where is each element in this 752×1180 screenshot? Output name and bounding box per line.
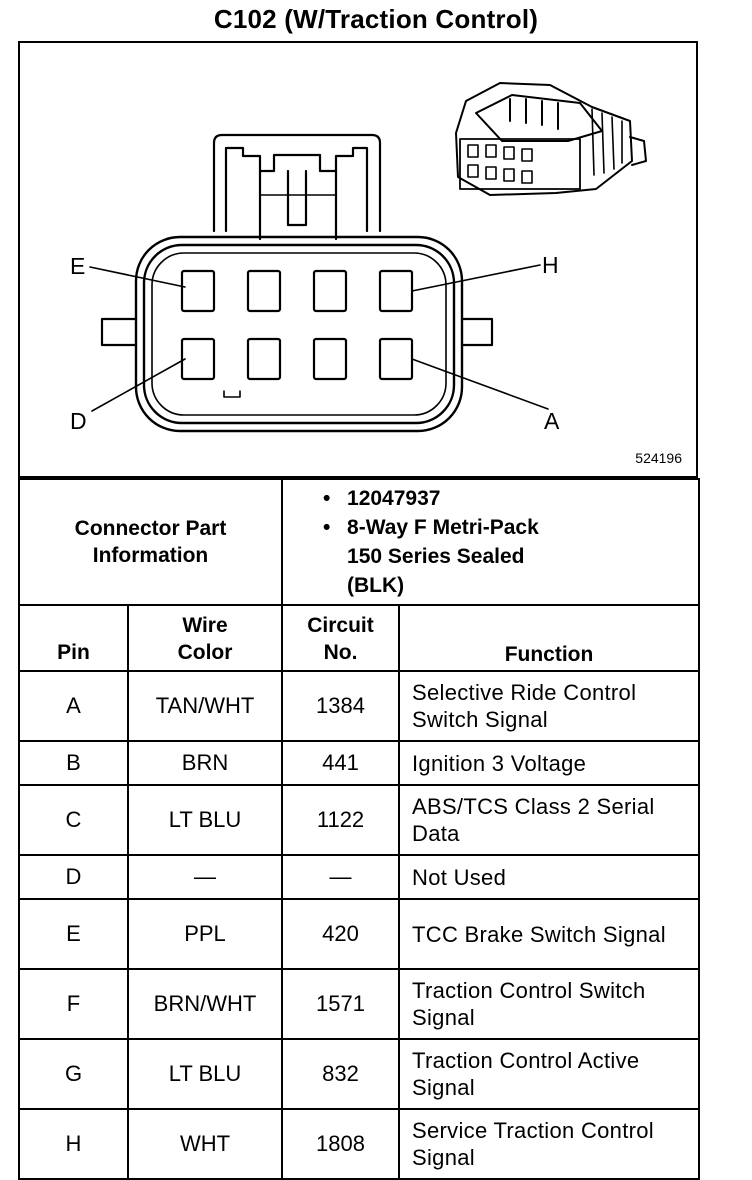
pin-cell: B	[18, 740, 129, 786]
connector-part-number: • 12047937	[323, 484, 698, 513]
wire-color-cell: TAN/WHT	[126, 670, 284, 742]
table-row: H WHT 1808 Service Traction Control Sign…	[18, 1108, 701, 1180]
wire-color-cell: LT BLU	[126, 784, 284, 856]
circuit-cell: 832	[281, 1038, 401, 1110]
connector-info-label: Connector Part Information	[17, 478, 284, 606]
table-row: E PPL 420 TCC Brake Switch Signal	[18, 898, 701, 970]
table-row: C LT BLU 1122 ABS/TCS Class 2 Serial Dat…	[18, 784, 701, 856]
pin-cell: H	[18, 1108, 129, 1180]
function-cell: TCC Brake Switch Signal	[398, 898, 701, 970]
circuit-cell: 1122	[281, 784, 401, 856]
table-row: G LT BLU 832 Traction Control Active Sig…	[18, 1038, 701, 1110]
pin-cell: G	[18, 1038, 129, 1110]
table-header-row: Pin Wire Color Circuit No. Function	[18, 604, 701, 672]
table-row: B BRN 441 Ignition 3 Voltage	[18, 740, 701, 786]
connector-diagram: E H D A 524196	[18, 41, 698, 478]
circuit-cell: 1808	[281, 1108, 401, 1180]
connector-info-values: • 12047937 • 8-Way F Metri-Pack 150 Seri…	[281, 478, 701, 606]
side-ears	[100, 317, 494, 398]
pin-cell: E	[18, 898, 129, 970]
pin-label-e: E	[70, 253, 86, 279]
function-cell: Traction Control Active Signal	[398, 1038, 701, 1110]
connector-body	[134, 235, 464, 433]
connector-face-drawing	[89, 82, 647, 433]
connector-info-row: Connector Part Information • 12047937 • …	[17, 478, 701, 606]
connector-latch	[212, 133, 382, 241]
function-cell: Ignition 3 Voltage	[398, 740, 701, 786]
bullet-icon: •	[323, 516, 331, 539]
wire-color-cell: LT BLU	[126, 1038, 284, 1110]
wire-color-cell: PPL	[126, 898, 284, 970]
function-cell: ABS/TCS Class 2 Serial Data	[398, 784, 701, 856]
connector-description: • 8-Way F Metri-Pack 150 Series Sealed (…	[323, 513, 698, 600]
wire-color-cell: —	[126, 854, 284, 900]
figure-number: 524196	[635, 450, 682, 466]
leader-lines	[89, 264, 549, 412]
pin-cell: D	[18, 854, 129, 900]
pin-cell: A	[18, 670, 129, 742]
pin-label-d: D	[70, 408, 87, 434]
circuit-cell: 441	[281, 740, 401, 786]
header-function: Function	[398, 604, 701, 672]
pin-label-h: H	[542, 252, 559, 278]
header-circuit-no: Circuit No.	[281, 604, 401, 672]
function-cell: Service Traction Control Signal	[398, 1108, 701, 1180]
table-row: A TAN/WHT 1384 Selective Ride Control Sw…	[18, 670, 701, 742]
wire-color-cell: BRN	[126, 740, 284, 786]
page-title: C102 (W/Traction Control)	[213, 4, 539, 34]
circuit-cell: 420	[281, 898, 401, 970]
table-row: D — — Not Used	[18, 854, 701, 900]
table-row: F BRN/WHT 1571 Traction Control Switch S…	[18, 968, 701, 1040]
bullet-icon: •	[323, 487, 331, 510]
connector-icon-cavities	[467, 144, 533, 184]
header-wire-color: Wire Color	[126, 604, 284, 672]
pin-label-a: A	[544, 408, 560, 434]
pin-cell: F	[18, 968, 129, 1040]
pin-cell: C	[18, 784, 129, 856]
connector-perspective-icon	[455, 82, 647, 196]
circuit-cell: —	[281, 854, 401, 900]
wire-color-cell: BRN/WHT	[126, 968, 284, 1040]
function-cell: Selective Ride Control Switch Signal	[398, 670, 701, 742]
function-cell: Traction Control Switch Signal	[398, 968, 701, 1040]
wire-color-cell: WHT	[126, 1108, 284, 1180]
circuit-cell: 1384	[281, 670, 401, 742]
function-cell: Not Used	[398, 854, 701, 900]
header-pin: Pin	[18, 604, 129, 672]
circuit-cell: 1571	[281, 968, 401, 1040]
connector-table: Connector Part Information • 12047937 • …	[17, 478, 701, 1180]
terminal-cavities	[180, 269, 414, 381]
